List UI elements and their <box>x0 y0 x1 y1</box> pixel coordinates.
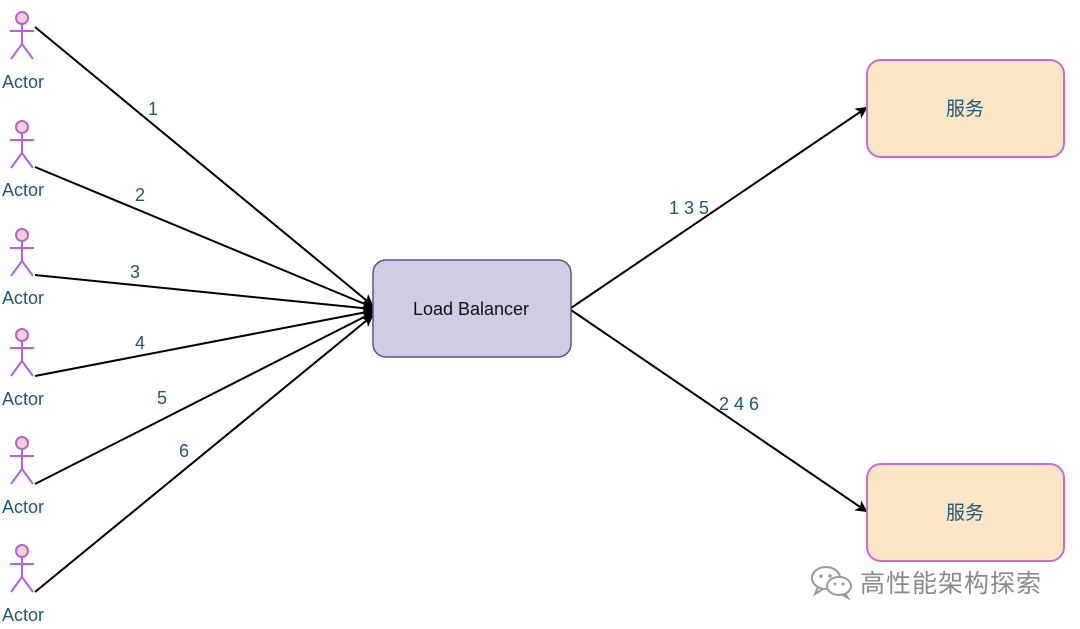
service-box <box>866 59 1065 158</box>
edge-label-1: 1 <box>148 99 158 119</box>
edge-label-4: 4 <box>135 333 145 353</box>
actor-6 <box>10 544 34 593</box>
actor-right-leg <box>21 360 34 377</box>
actor-right-leg <box>21 260 34 277</box>
actor-label: Actor <box>2 497 44 517</box>
actor-head <box>15 120 29 134</box>
edge-actor-3-to-lb <box>34 274 374 314</box>
edge-actor-4-to-lb <box>34 307 374 377</box>
actor-left-leg <box>10 468 23 485</box>
watermark: 高性能架构探索 <box>810 562 1042 602</box>
actor-4 <box>10 328 34 377</box>
watermark-text: 高性能架构探索 <box>860 569 1043 598</box>
edge-label-2: 2 <box>135 185 145 205</box>
actor-left-leg <box>10 260 23 277</box>
service-label: 服务 <box>946 98 984 120</box>
actor-left-leg <box>10 360 23 377</box>
actor-head <box>15 228 29 242</box>
actor-2 <box>10 120 34 169</box>
edge-labels: 1 2 3 4 5 6 1 3 5 2 4 6 <box>130 99 759 461</box>
service-node-2: 服务 <box>866 463 1065 562</box>
actor-right-leg <box>21 152 34 169</box>
outgoing-edges <box>570 106 868 513</box>
actor-head <box>15 544 29 558</box>
load-balancer-box <box>372 259 572 358</box>
load-balancer-label: Load Balancer <box>413 299 529 319</box>
edge-label-5: 5 <box>157 388 167 408</box>
wechat-icon <box>811 566 852 600</box>
actor-right-leg <box>21 43 34 60</box>
actor-right-leg <box>21 576 34 593</box>
edge-label-even: 2 4 6 <box>719 394 759 414</box>
edge-lb-to-service-2 <box>570 309 868 513</box>
actor-3 <box>10 228 34 277</box>
actor-label: Actor <box>2 72 44 92</box>
actor-1 <box>10 11 34 60</box>
edge-actor-1-to-lb <box>34 26 374 307</box>
load-balancer-node: Load Balancer <box>372 259 572 358</box>
actors: Actor Actor Actor Actor <box>2 11 44 625</box>
edge-actor-2-to-lb <box>34 166 374 309</box>
actor-head <box>15 11 29 25</box>
actor-label: Actor <box>2 605 44 625</box>
actor-left-leg <box>10 576 23 593</box>
service-box <box>866 463 1065 562</box>
actor-label: Actor <box>2 180 44 200</box>
edge-actor-5-to-lb <box>34 312 374 485</box>
edge-label-odd: 1 3 5 <box>669 198 709 218</box>
actor-head <box>15 436 29 450</box>
edge-actor-6-to-lb <box>34 314 374 593</box>
actor-left-leg <box>10 152 23 169</box>
actor-label: Actor <box>2 389 44 409</box>
service-node-1: 服务 <box>866 59 1065 158</box>
actor-head <box>15 328 29 342</box>
actor-right-leg <box>21 468 34 485</box>
actor-left-leg <box>10 43 23 60</box>
actor-label: Actor <box>2 288 44 308</box>
edge-label-6: 6 <box>179 441 189 461</box>
incoming-edges <box>34 26 374 593</box>
actor-5 <box>10 436 34 485</box>
edge-label-3: 3 <box>130 262 140 282</box>
edge-lb-to-service-1 <box>570 106 868 309</box>
service-label: 服务 <box>946 502 984 524</box>
